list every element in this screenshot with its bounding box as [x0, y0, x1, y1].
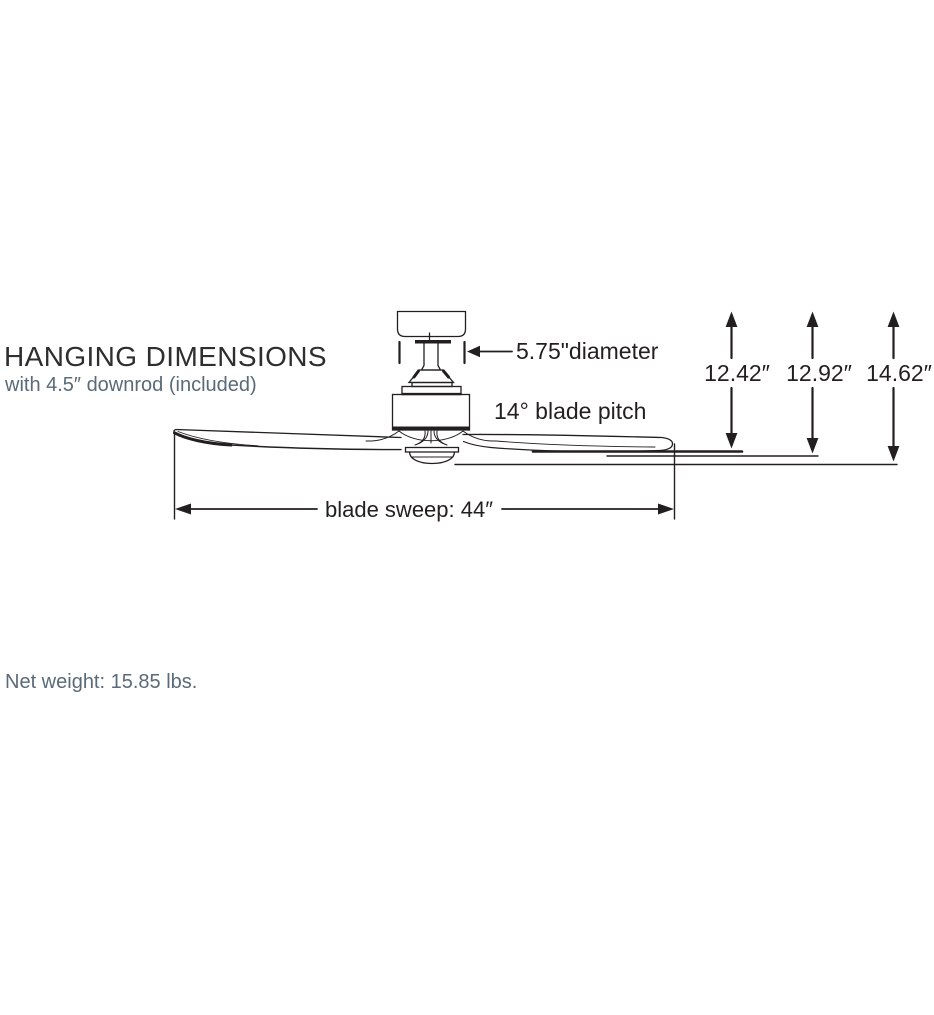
- height-dimension-3: 14.62″: [866, 311, 932, 462]
- height-label-1: 12.42″: [704, 360, 770, 386]
- blade-pitch-label: 14° blade pitch: [494, 398, 646, 424]
- height-label-3: 14.62″: [866, 360, 932, 386]
- page-title: HANGING DIMENSIONS: [4, 341, 328, 372]
- fan-blade-left: [173, 428, 402, 451]
- height-dimension-1: 12.42″: [704, 311, 770, 449]
- height-dimension-2: 12.92″: [786, 311, 852, 454]
- fan-hub-detail: [365, 430, 497, 446]
- diameter-extension-lines: [398, 340, 466, 365]
- height-extension-lines: [454, 450, 898, 466]
- height-label-2: 12.92″: [786, 360, 852, 386]
- blade-sweep-dimension: blade sweep: 44″: [173, 432, 676, 522]
- diameter-arrowhead: [467, 345, 480, 358]
- blade-sweep-label: blade sweep: 44″: [325, 497, 493, 522]
- fan-mount-cone: [401, 369, 462, 396]
- fan-canopy: [396, 310, 467, 344]
- fan-blade-right: [462, 433, 674, 453]
- page-subtitle: with 4.5″ downrod (included): [5, 374, 257, 396]
- diameter-label: 5.75"diameter: [516, 338, 659, 364]
- fan-downrod: [420, 342, 442, 371]
- ceiling-fan-illustration: [173, 310, 898, 466]
- net-weight-text: Net weight: 15.85 lbs.: [5, 671, 198, 693]
- fan-light-kit: [404, 446, 460, 465]
- diameter-callout: 5.75"diameter: [467, 338, 659, 364]
- fan-motor-housing: [391, 393, 471, 431]
